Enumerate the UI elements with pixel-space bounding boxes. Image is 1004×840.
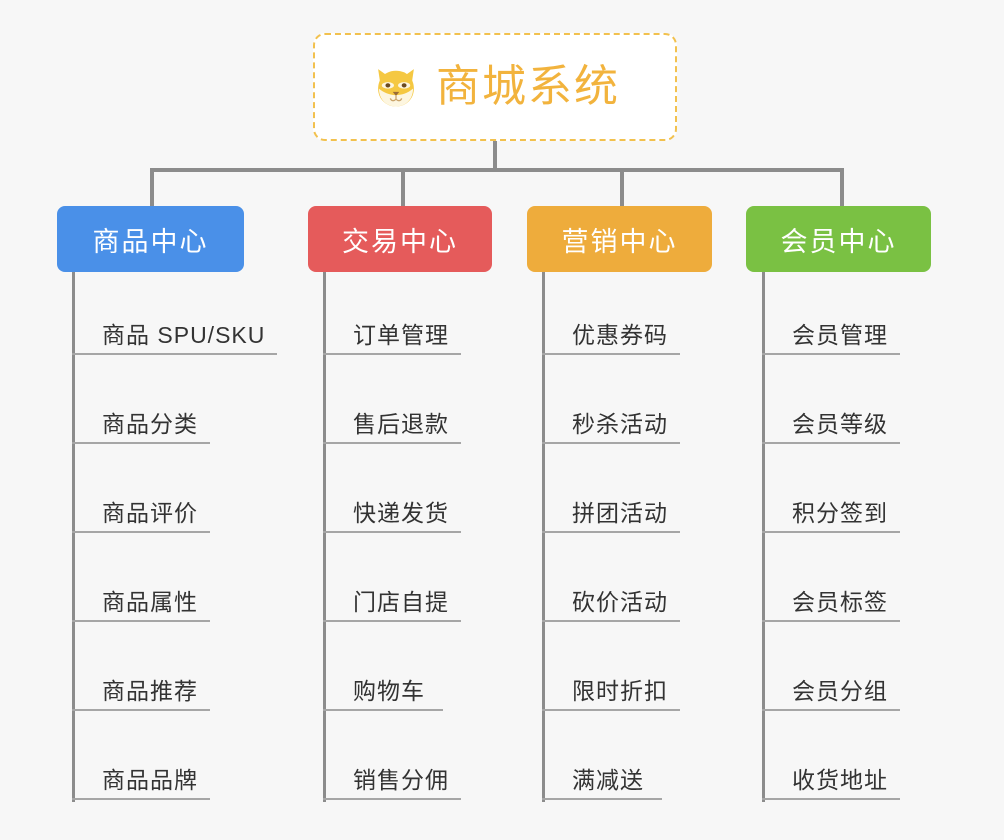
leaf-underline — [542, 442, 680, 444]
leaf-underline — [323, 709, 443, 711]
leaf-underline — [323, 798, 461, 800]
column-trunk-3 — [762, 272, 765, 802]
leaf-label: 售后退款 — [353, 411, 449, 437]
branch-box-1[interactable]: 交易中心 — [308, 206, 492, 272]
leaf-label: 会员标签 — [792, 589, 888, 615]
leaf-underline — [542, 620, 680, 622]
branch-label-0: 商品中心 — [92, 226, 209, 257]
leaf-underline — [762, 442, 900, 444]
column-trunk-1 — [323, 272, 326, 802]
leaf-label: 商品品牌 — [102, 767, 198, 793]
leaf-underline — [323, 531, 461, 533]
leaf-label: 会员管理 — [792, 322, 888, 348]
drop-connector-4 — [840, 168, 844, 208]
leaf-underline — [762, 531, 900, 533]
column-trunk-2 — [542, 272, 545, 802]
leaf-underline — [762, 353, 900, 355]
leaf-underline — [542, 798, 662, 800]
column-trunk-0 — [72, 272, 75, 802]
root-node[interactable]: 商城系统 — [313, 33, 677, 141]
leaf-label: 门店自提 — [353, 589, 449, 615]
leaf-underline — [542, 709, 680, 711]
leaf-label: 商品属性 — [102, 589, 198, 615]
leaf-label: 快递发货 — [353, 500, 449, 526]
leaf-underline — [323, 353, 461, 355]
leaf-label: 拼团活动 — [572, 500, 668, 526]
leaf-underline — [72, 531, 210, 533]
leaf-label: 商品评价 — [102, 500, 198, 526]
leaf-underline — [323, 620, 461, 622]
branch-box-2[interactable]: 营销中心 — [527, 206, 712, 272]
drop-connector-1 — [150, 168, 154, 208]
branch-label-3: 会员中心 — [780, 226, 897, 257]
branch-bus-connector — [152, 168, 844, 172]
leaf-underline — [72, 620, 210, 622]
drop-connector-3 — [620, 168, 624, 208]
leaf-underline — [762, 798, 900, 800]
leaf-label: 商品分类 — [102, 411, 198, 437]
leaf-label: 砍价活动 — [572, 589, 668, 615]
leaf-label: 优惠券码 — [572, 322, 668, 348]
branch-label-2: 营销中心 — [561, 226, 678, 257]
leaf-label: 订单管理 — [353, 322, 449, 348]
leaf-label: 购物车 — [353, 678, 425, 704]
leaf-underline — [542, 353, 680, 355]
leaf-underline — [72, 798, 210, 800]
leaf-underline — [323, 442, 461, 444]
leaf-underline — [542, 531, 680, 533]
leaf-label: 商品推荐 — [102, 678, 198, 704]
root-title: 商城系统 — [436, 62, 620, 111]
drop-connector-2 — [401, 168, 405, 208]
leaf-label: 积分签到 — [792, 500, 888, 526]
branch-label-1: 交易中心 — [342, 226, 458, 257]
branch-box-0[interactable]: 商品中心 — [57, 206, 244, 272]
leaf-underline — [72, 442, 210, 444]
leaf-underline — [72, 353, 278, 355]
branch-box-3[interactable]: 会员中心 — [746, 206, 931, 272]
leaf-label: 秒杀活动 — [572, 411, 668, 437]
leaf-underline — [72, 709, 210, 711]
leaf-label: 销售分佣 — [353, 767, 449, 793]
leaf-label: 满减送 — [572, 767, 644, 793]
leaf-label: 会员分组 — [792, 678, 888, 704]
leaf-label: 收货地址 — [792, 767, 888, 793]
leaf-label: 商品 SPU/SKU — [102, 322, 266, 348]
shiba-dog-face-emoji — [370, 61, 422, 113]
leaf-underline — [762, 620, 900, 622]
leaf-underline — [762, 709, 900, 711]
leaf-label: 会员等级 — [792, 411, 888, 437]
root-stem-connector — [493, 141, 497, 171]
leaf-label: 限时折扣 — [572, 678, 668, 704]
